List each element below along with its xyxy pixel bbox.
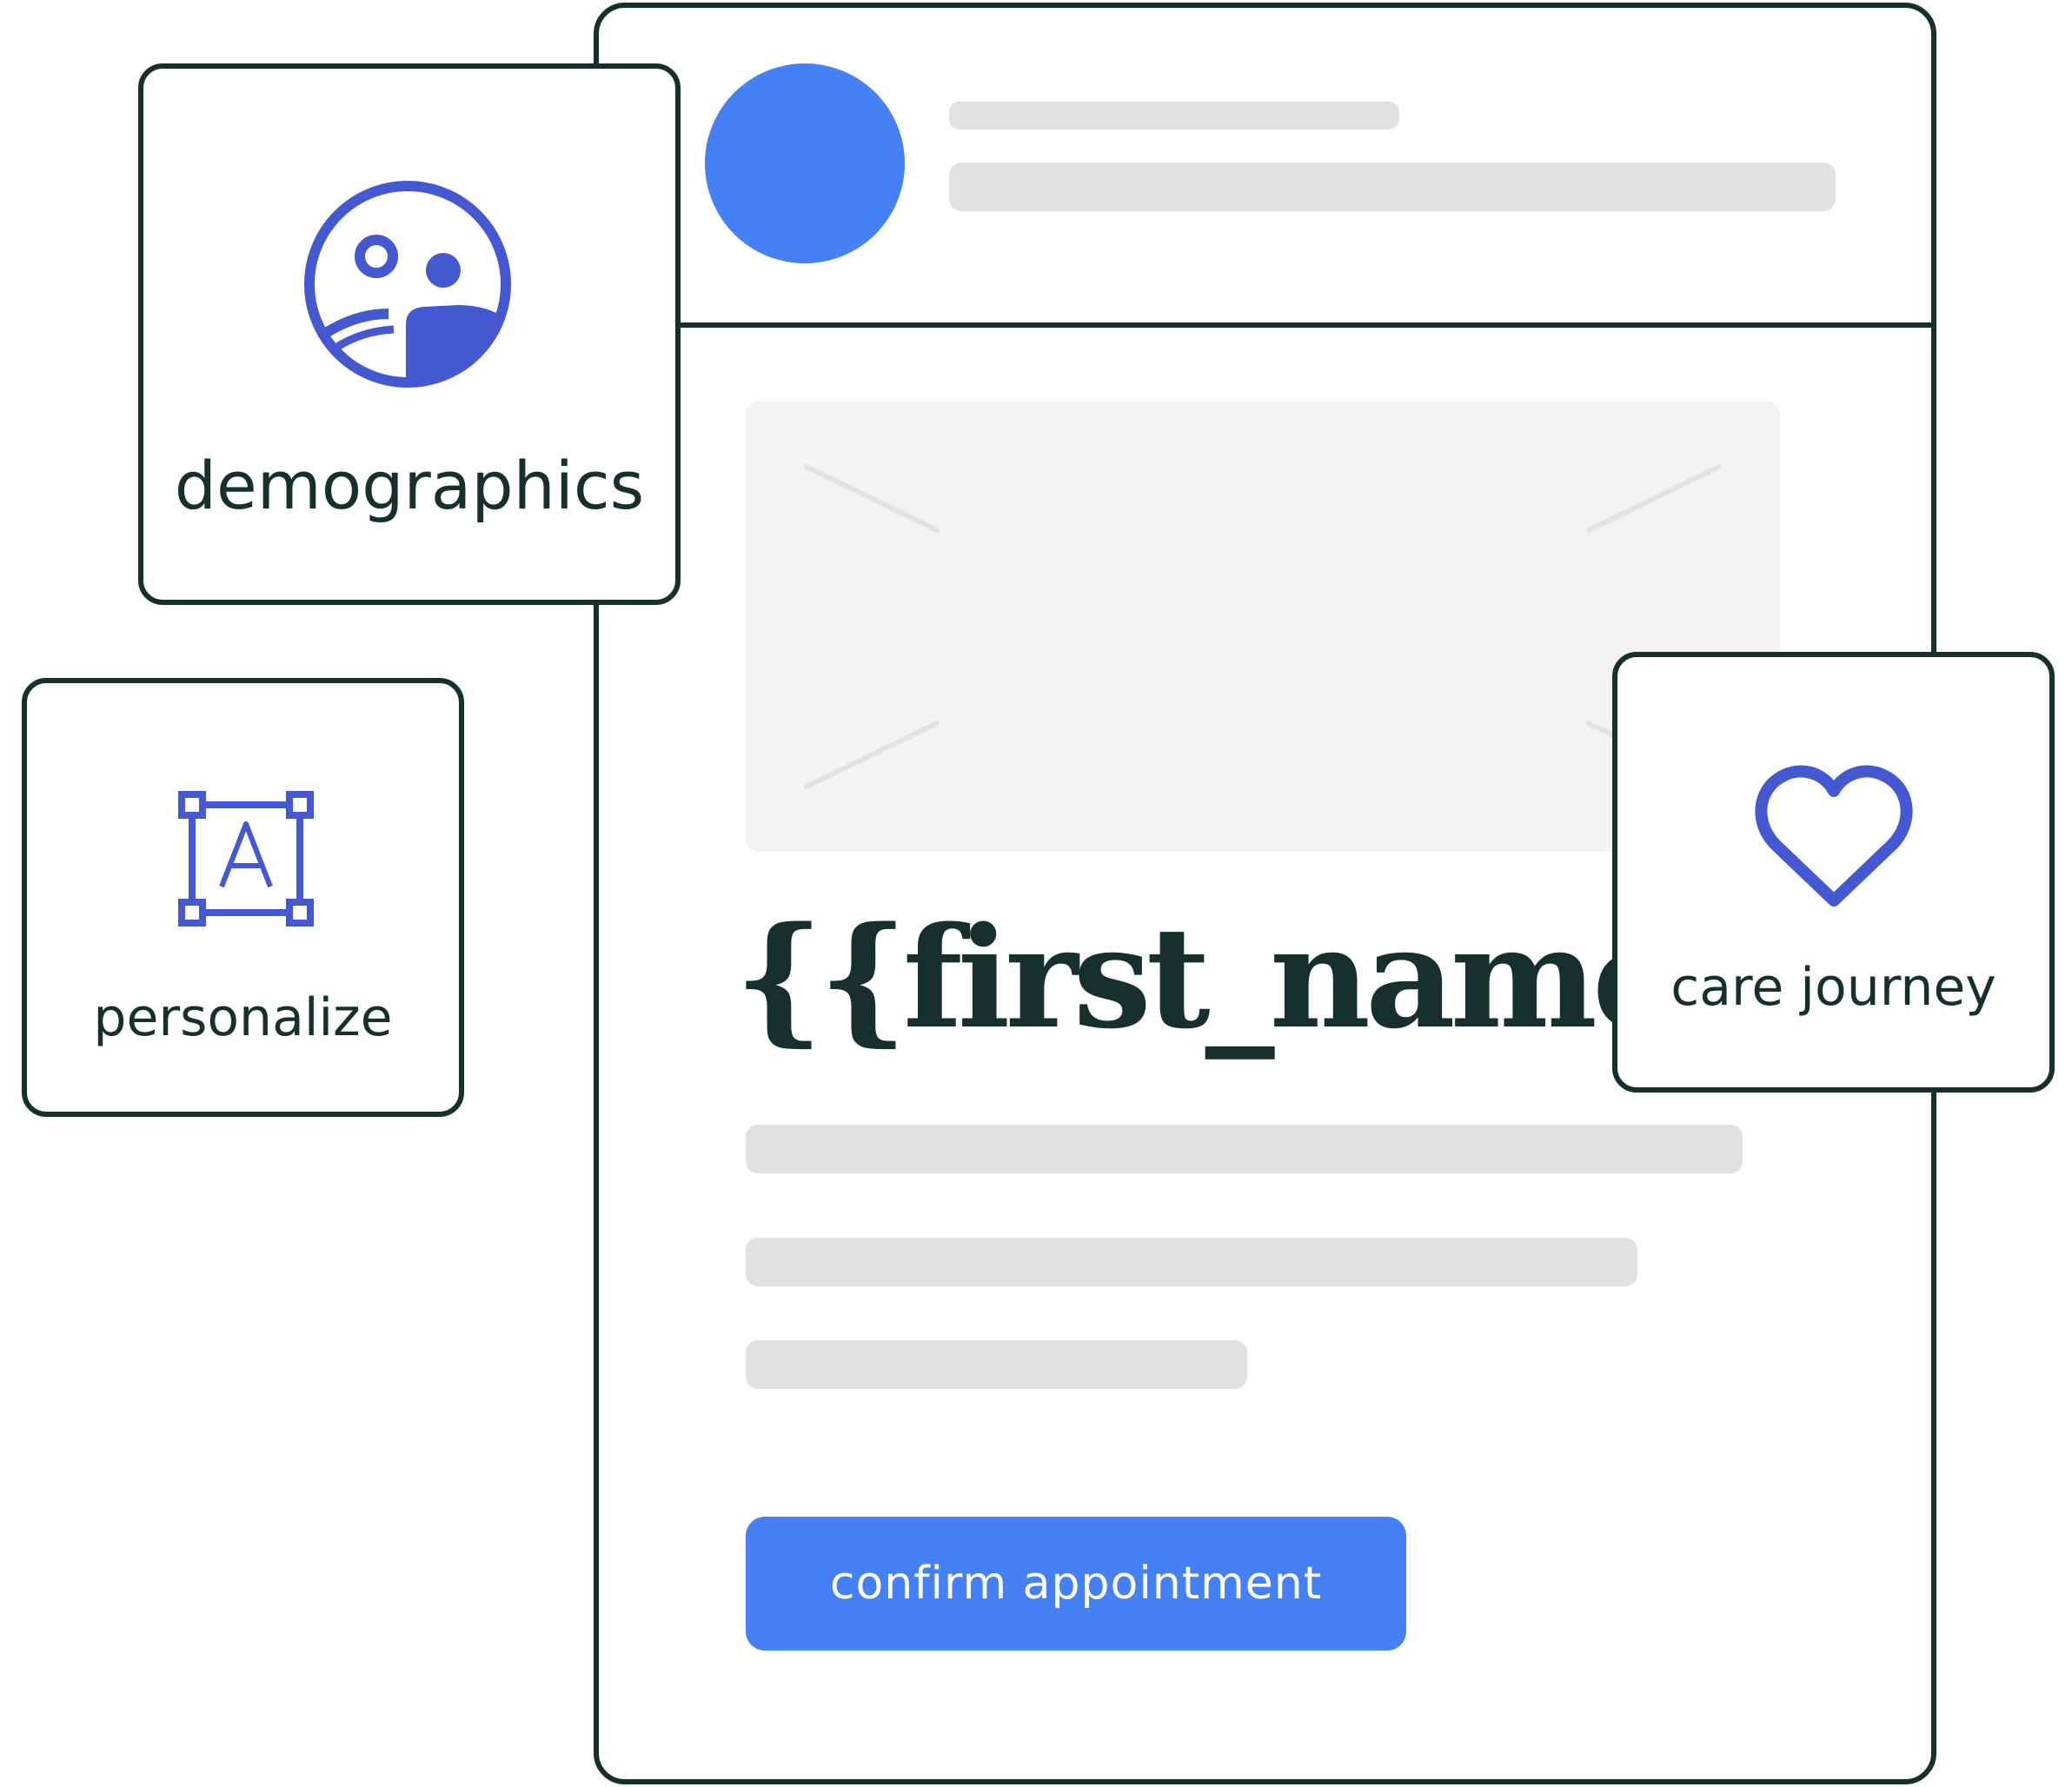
personalize-label: personalize: [93, 987, 393, 1048]
people-icon: [304, 181, 511, 388]
demographics-label: demographics: [174, 447, 645, 524]
header-divider: [599, 322, 1931, 328]
confirm-appointment-button[interactable]: confirm appointment: [746, 1517, 1406, 1651]
sender-name-placeholder: [949, 102, 1399, 130]
sender-avatar: [705, 63, 905, 263]
text-box-icon: [178, 791, 314, 927]
subject-line-placeholder: [949, 163, 1836, 211]
body-text-line-2: [746, 1238, 1637, 1286]
body-text-line-3: [746, 1340, 1247, 1389]
body-text-line-1: [746, 1125, 1743, 1173]
care-journey-label: care journey: [1670, 957, 1996, 1018]
care-journey-tile[interactable]: care journey: [1612, 652, 2055, 1093]
demographics-tile[interactable]: demographics: [138, 63, 681, 605]
heart-icon: [1755, 765, 1913, 907]
personalize-tile[interactable]: personalize: [22, 678, 464, 1117]
hero-image-placeholder: [746, 402, 1780, 852]
